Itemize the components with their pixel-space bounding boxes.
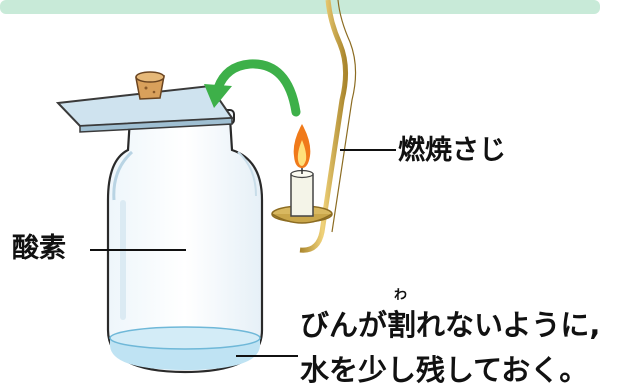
flame-icon	[293, 124, 311, 168]
combustion-spoon-icon	[271, 0, 357, 253]
candle-icon	[290, 166, 314, 217]
top-banner	[0, 0, 600, 14]
cork-icon	[135, 71, 165, 100]
water-layer	[109, 326, 261, 370]
water-note-line-2: 水を少し残しておく。	[300, 353, 589, 387]
oxygen-label: 酸素	[12, 233, 66, 264]
furigana-reading: わ	[394, 288, 408, 303]
curved-arrow-icon	[204, 59, 301, 117]
glass-plate-icon	[55, 84, 234, 133]
water-note-line-1: びんが割れないように,	[300, 308, 601, 342]
combustion-spoon-label: 燃焼さじ	[398, 135, 506, 166]
